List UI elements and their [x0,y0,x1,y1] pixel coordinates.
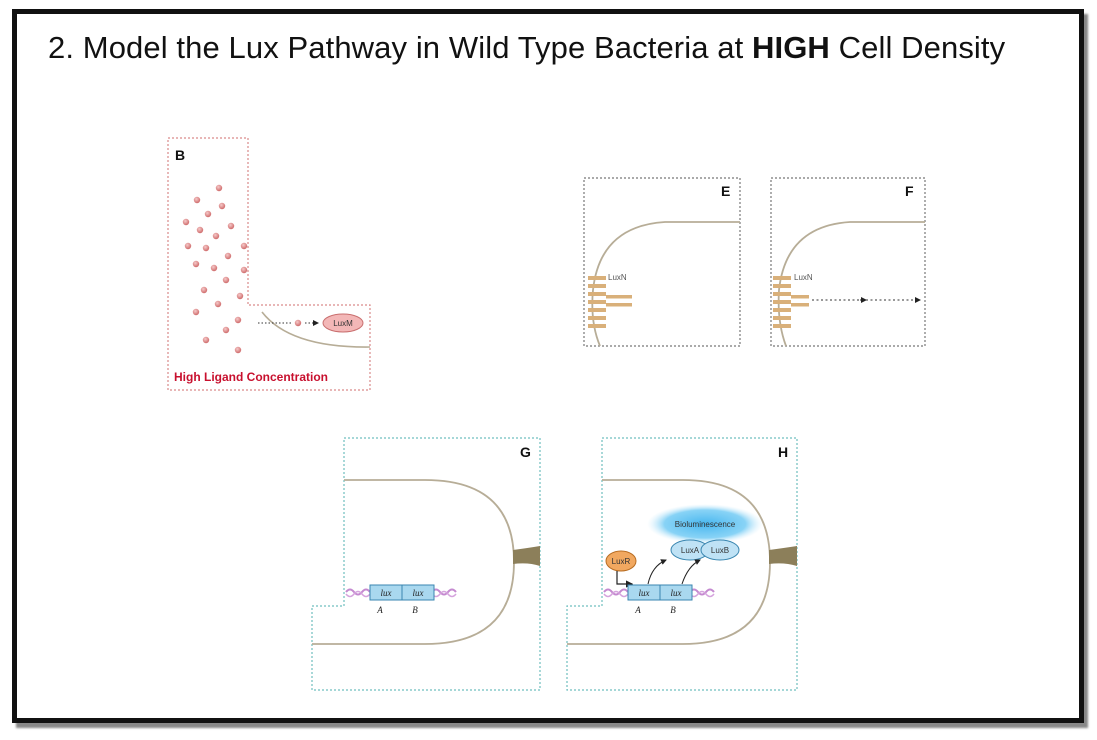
panel-h-border [566,437,798,691]
bioluminescence-glow [647,504,763,544]
gene-luxb-g [401,584,435,601]
panel-b-border [167,137,371,391]
panel-f-border [770,177,926,347]
panel-h-flagellum [769,546,797,566]
panel-g-dna [345,588,457,596]
luxm-enzyme [322,313,364,333]
luxr-regulator [605,550,637,572]
gene-luxb-h [659,584,693,601]
gene-a-sub-g: A [376,605,383,615]
gene-luxa-label-h: lux [639,588,650,598]
panel-e-border [583,177,741,347]
panel-b-caption: High Ligand Concentration [174,370,328,384]
gene-luxb-label-h: lux [671,588,682,598]
gene-b-sub-g: B [412,605,418,615]
luxr-label: LuxR [612,557,631,566]
panel-h-dna [603,588,715,596]
luxn-label-e: LuxN [608,273,627,282]
title-prefix: 2. Model the Lux Pathway in Wild Type Ba… [48,30,753,65]
luxa-protein-label: LuxA [681,546,700,555]
luxn-receptor-f [773,276,809,328]
luxab-complex: LuxA LuxB [670,539,740,561]
luxb-protein-label: LuxB [711,546,729,555]
ligand-molecules [182,184,302,354]
panel-g-flagellum [513,546,540,566]
panel-e-membrane [591,221,740,347]
bioluminescence-label: Bioluminescence [675,520,736,529]
panel-g-cell-membrane [312,479,515,645]
panel-b-label: B [175,147,185,163]
panel-b-membrane [261,311,371,348]
title-suffix: Cell Density [829,30,1006,65]
panel-e: E LuxN [583,177,741,347]
panel-h-cell-membrane [567,479,771,645]
panel-h-label: H [778,444,788,460]
slide-frame [12,9,1084,723]
transcription-arrow-b [681,559,701,585]
panel-g: G lux lux A B [311,437,541,691]
gene-luxa-label-g: lux [381,588,392,598]
panel-g-border [311,437,541,691]
luxm-label: LuxM [333,319,353,328]
transcription-arrow-a [647,559,667,585]
panel-f: F LuxN [770,177,926,347]
gene-luxb-label-g: lux [413,588,424,598]
panel-g-label: G [520,444,531,460]
title-emphasis: HIGH [752,30,830,65]
luxn-receptor-e [588,276,632,328]
luxn-label-f: LuxN [794,273,813,282]
panel-e-label: E [721,183,730,199]
gene-a-sub-h: A [634,605,641,615]
panel-h: H Bioluminescence LuxA LuxB LuxR lux lux… [566,437,798,691]
panel-f-membrane [777,221,925,347]
slide-title: 2. Model the Lux Pathway in Wild Type Ba… [48,30,1005,66]
panel-b: B [167,137,371,391]
gene-b-sub-h: B [670,605,676,615]
panel-f-label: F [905,183,914,199]
